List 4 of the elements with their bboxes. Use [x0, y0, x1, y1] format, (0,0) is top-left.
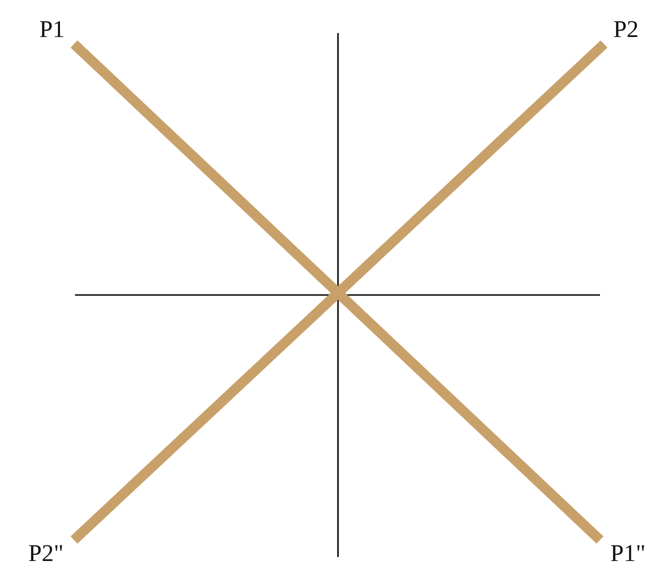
point-label: P2: [604, 16, 648, 44]
point-label: P1: [30, 16, 74, 44]
point-label: P1": [600, 540, 652, 568]
point-label: P2": [18, 540, 74, 568]
